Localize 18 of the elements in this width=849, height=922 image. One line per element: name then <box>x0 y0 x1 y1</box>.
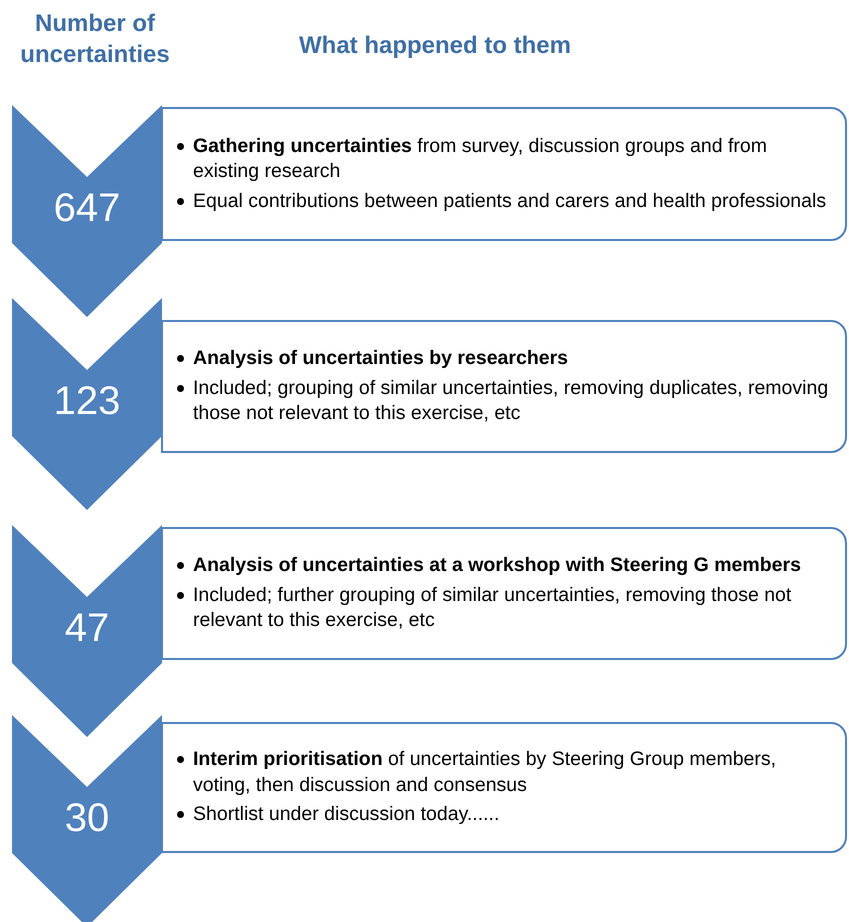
count-number: 123 <box>52 378 122 424</box>
bullet-text: Gathering uncertainties from survey, discussion groups and from existing research <box>193 134 768 182</box>
bullet-text: Included; further grouping of similar uncertainties, removing those not relevant to this exercise, etc <box>193 584 792 632</box>
count-number: 47 <box>64 605 110 651</box>
description-box <box>161 527 847 660</box>
bullet-text: Interim prioritisation of uncertainties by Steering Group members, voting, then discussion and consensus <box>193 748 776 796</box>
bullet-text: Included; grouping of similar uncertainties, removing duplicates, removing those not relevant to this exercise, etc <box>193 376 828 424</box>
bullet-text: Analysis of uncertainties by researchers <box>193 347 568 370</box>
count-number: 30 <box>64 795 110 841</box>
bullet-text: Analysis of uncertainties at a workshop with Steering G members <box>193 554 801 576</box>
count-number: 647 <box>52 185 122 231</box>
column-heading: What happened to them <box>298 31 572 61</box>
description-box <box>161 722 847 853</box>
description-box <box>161 107 847 241</box>
bullet-text: Shortlist under discussion today...... <box>193 803 500 826</box>
column-heading: Number of uncertainties <box>19 9 171 70</box>
bullet-text: Equal contributions between patients and carers and health professionals <box>193 190 826 212</box>
description-box <box>161 320 847 453</box>
